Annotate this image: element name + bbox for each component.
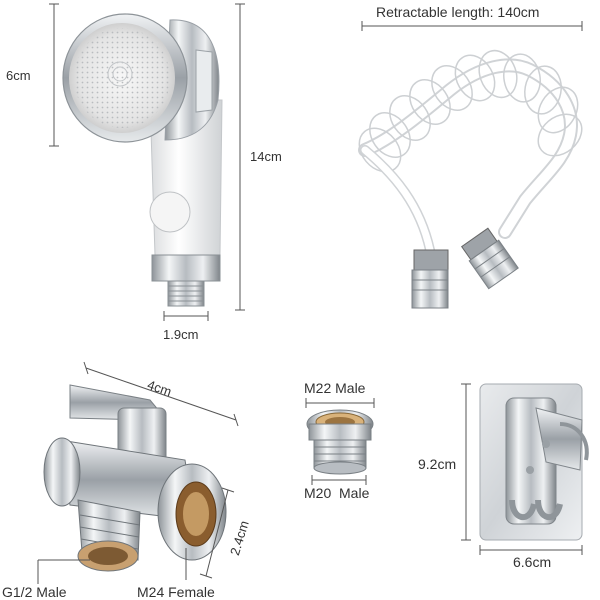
- shower-head-height-label: 6cm: [6, 68, 31, 83]
- adapter-bottom-label: M20 Male: [304, 485, 370, 501]
- hose-dimension-line: [361, 21, 583, 31]
- valve-inlet-nut: [157, 463, 227, 561]
- valve-outlet-label: G1/2 Male: [2, 584, 67, 600]
- shower-dimension-lines: [49, 3, 245, 321]
- shower-button: [149, 191, 191, 233]
- hose-fitting-left: [411, 249, 449, 309]
- shower-thread-width-label: 1.9cm: [163, 327, 199, 342]
- shower-total-length-label: 14cm: [250, 149, 282, 164]
- valve-dimension-lines: [37, 361, 239, 584]
- holder-width-label: 6.6cm: [513, 554, 552, 570]
- shower-mode-switch: [195, 49, 213, 113]
- adapter-dimension-lines: [305, 398, 375, 485]
- valve-outlet-thread: [77, 499, 141, 572]
- shower-collar: [151, 254, 221, 282]
- holder-height-label: 9.2cm: [418, 456, 457, 472]
- shower-head: [62, 13, 223, 307]
- shower-thread: [167, 280, 205, 307]
- valve-inlet-label: M24 Female: [137, 584, 215, 600]
- hose-length-label: Retractable length: 140cm: [376, 4, 540, 20]
- adapter-top-label: M22 Male: [304, 380, 366, 396]
- holder-dimension-lines: [461, 383, 583, 555]
- thread-adapter: [306, 409, 374, 475]
- hose-fitting-right: [460, 227, 519, 290]
- shower-nozzles: [74, 28, 170, 128]
- retractable-hose: [358, 49, 583, 309]
- diverter-valve: [43, 384, 227, 572]
- shower-holder: [479, 383, 589, 541]
- valve-back-cap: [43, 437, 81, 507]
